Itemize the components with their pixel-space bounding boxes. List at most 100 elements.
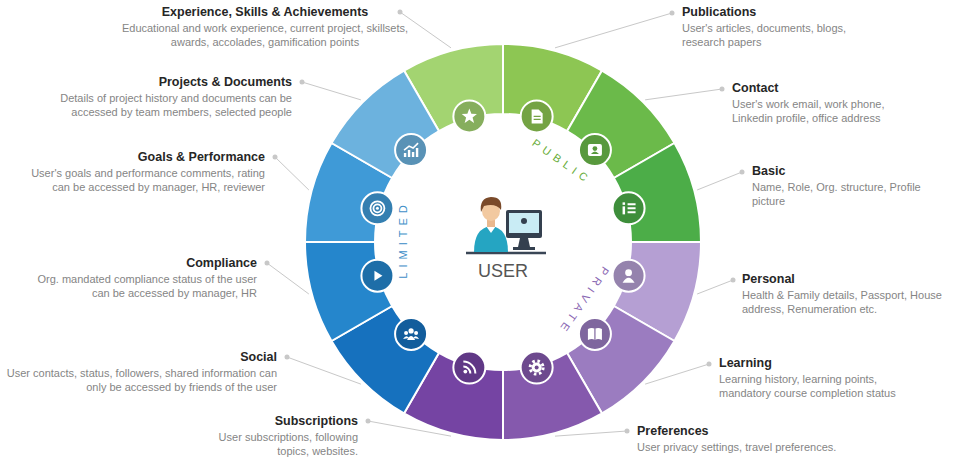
card-body <box>591 152 599 155</box>
callout-heading: Preferences <box>637 424 897 439</box>
monitor-frame <box>506 210 542 238</box>
chart-trend <box>404 143 418 150</box>
segment-icon <box>613 260 645 292</box>
callout-block: Goals & PerformanceUser's goals and perf… <box>25 150 265 194</box>
person-head <box>625 269 632 276</box>
callout-heading: Subscriptions <box>208 414 358 429</box>
leader-dot <box>740 170 745 175</box>
icon-circle <box>521 352 553 384</box>
callout-description: User privacy settings, travel preference… <box>637 440 897 454</box>
target-ring <box>373 204 381 212</box>
callout-block: SocialUser contacts, status, followers, … <box>5 350 277 394</box>
segment-icon <box>453 100 485 132</box>
people-head <box>404 331 408 335</box>
list-stem <box>623 206 626 214</box>
callout-heading: Learning <box>719 356 931 371</box>
callout-heading: Basic <box>752 164 937 179</box>
gear-hole <box>535 366 539 370</box>
callout-heading: Compliance <box>37 256 257 271</box>
leader-line <box>555 431 627 436</box>
card-glyph <box>588 144 602 156</box>
target-ring <box>370 201 384 215</box>
user-body <box>474 226 508 252</box>
callout-block: SubscriptionsUser subscriptions, followi… <box>208 414 358 458</box>
leader-dot <box>273 155 278 160</box>
callout-heading: Contact <box>732 81 927 96</box>
callout-description: User subscriptions, following topics, we… <box>208 430 358 458</box>
icon-circle <box>453 100 485 132</box>
callout-block: ComplianceOrg. mandated compliance statu… <box>37 256 257 300</box>
segment-icon <box>395 134 427 166</box>
target-center <box>376 207 379 210</box>
list-dot <box>623 202 626 205</box>
callout-heading: Experience, Skills & Achievements <box>115 5 415 20</box>
leader-dot <box>300 80 305 85</box>
document-glyph <box>532 109 543 123</box>
ring-label: LIMITED <box>397 200 409 283</box>
rss-dot <box>463 370 467 374</box>
segment-icon <box>395 318 427 350</box>
callout-description: Learning history, learning points, manda… <box>719 372 931 400</box>
center-label: USER <box>478 261 528 282</box>
callout-block: PublicationsUser's articles, documents, … <box>682 5 882 49</box>
leader-dot <box>366 419 371 424</box>
callout-heading: Social <box>5 350 277 365</box>
leader-dot <box>707 362 712 367</box>
gear-teeth <box>530 361 543 374</box>
book-spine <box>594 329 595 340</box>
segment-icon <box>579 134 611 166</box>
leader-line <box>645 89 722 100</box>
icon-circle <box>613 260 645 292</box>
callout-heading: Publications <box>682 5 882 20</box>
leader-line <box>275 157 309 190</box>
star-glyph <box>462 108 477 122</box>
leader-line <box>697 172 742 190</box>
callout-description: User contacts, status, followers, shared… <box>5 366 277 394</box>
callout-block: PersonalHealth & Family details, Passpor… <box>742 272 946 316</box>
people-head <box>414 331 418 335</box>
leader-dot <box>625 429 630 434</box>
ring-segment <box>332 71 439 178</box>
people-bodies <box>403 336 419 340</box>
user-illustration <box>466 197 546 253</box>
leader-dot <box>265 261 270 266</box>
callout-description: User's goals and performance comments, r… <box>25 166 265 194</box>
segment-icon <box>361 260 393 292</box>
gear-body <box>532 363 542 373</box>
callout-description: Name, Role, Org. structure, Profile pict… <box>752 180 937 208</box>
user-hair <box>481 197 502 212</box>
callout-heading: Goals & Performance <box>25 150 265 165</box>
callout-description: Details of project history and documents… <box>30 91 292 119</box>
person-body <box>623 278 635 283</box>
chart-bars <box>405 148 417 157</box>
icon-circle <box>361 192 393 224</box>
callout-block: PreferencesUser privacy settings, travel… <box>637 424 897 454</box>
callout-block: Experience, Skills & AchievementsEducati… <box>115 5 415 49</box>
icon-circle <box>453 352 485 384</box>
segment-icon <box>613 192 645 224</box>
icon-circle <box>395 318 427 350</box>
monitor-screen <box>509 213 539 233</box>
card-face <box>593 146 598 151</box>
book-glyph <box>588 328 602 340</box>
callout-block: Projects & DocumentsDetails of project h… <box>30 75 292 119</box>
icon-circle <box>613 192 645 224</box>
callout-description: Health & Family details, Passport, House… <box>742 288 946 316</box>
icon-circle <box>395 134 427 166</box>
segment-icon <box>579 318 611 350</box>
play-glyph <box>374 271 382 281</box>
user-collar <box>486 226 496 233</box>
monitor-stand <box>518 238 530 247</box>
callout-block: BasicName, Role, Org. structure, Profile… <box>752 164 937 208</box>
segment-ring <box>305 44 701 440</box>
segment-icon <box>453 352 485 384</box>
rss-waves <box>463 362 475 374</box>
segment-icon <box>361 192 393 224</box>
desk-line <box>466 252 546 255</box>
callout-description: Org. mandated compliance status of the u… <box>37 272 257 300</box>
leader-dot <box>720 87 725 92</box>
monitor-base <box>513 247 535 250</box>
list-bars <box>628 204 636 212</box>
